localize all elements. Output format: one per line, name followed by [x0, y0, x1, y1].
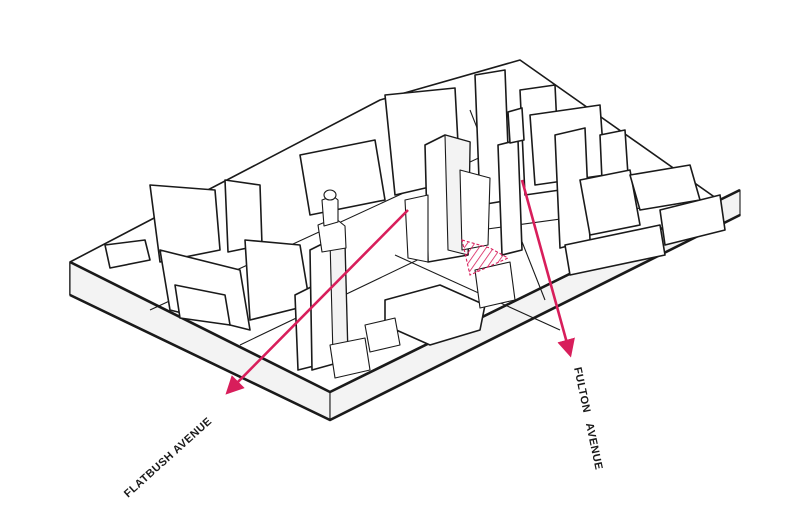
fulton-avenue-label: FULTON AVENUE: [571, 366, 605, 471]
flatbush-avenue-label: FLATBUSH AVENUE: [122, 415, 214, 500]
